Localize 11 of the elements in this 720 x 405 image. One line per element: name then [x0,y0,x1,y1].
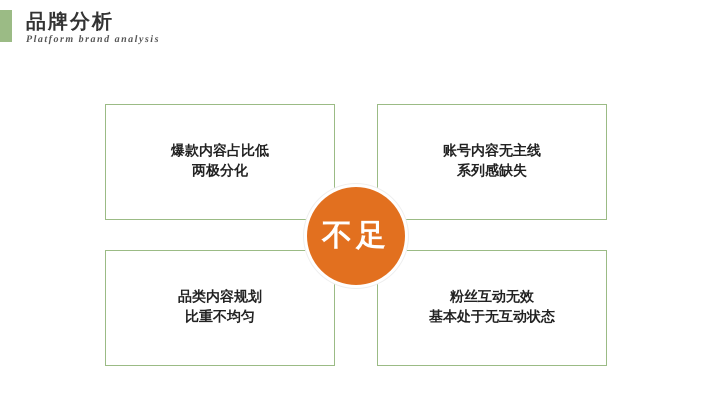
text-card [377,104,607,220]
node-text: 爆款内容占比低两极分化 [170,142,270,181]
text-card [105,104,335,220]
node-text: 账号内容无主线系列感缺失 [442,142,542,181]
text-card [377,250,607,366]
node-text: 品类内容规划比重不均匀 [177,288,263,327]
title: 品牌分析 [26,10,114,35]
text-card [105,250,335,366]
node-text: 粉丝互动无效基本处于无互动状态 [428,288,556,327]
node-text: 不足 [322,218,390,254]
subtitle: Platform brand analysis [26,34,160,45]
